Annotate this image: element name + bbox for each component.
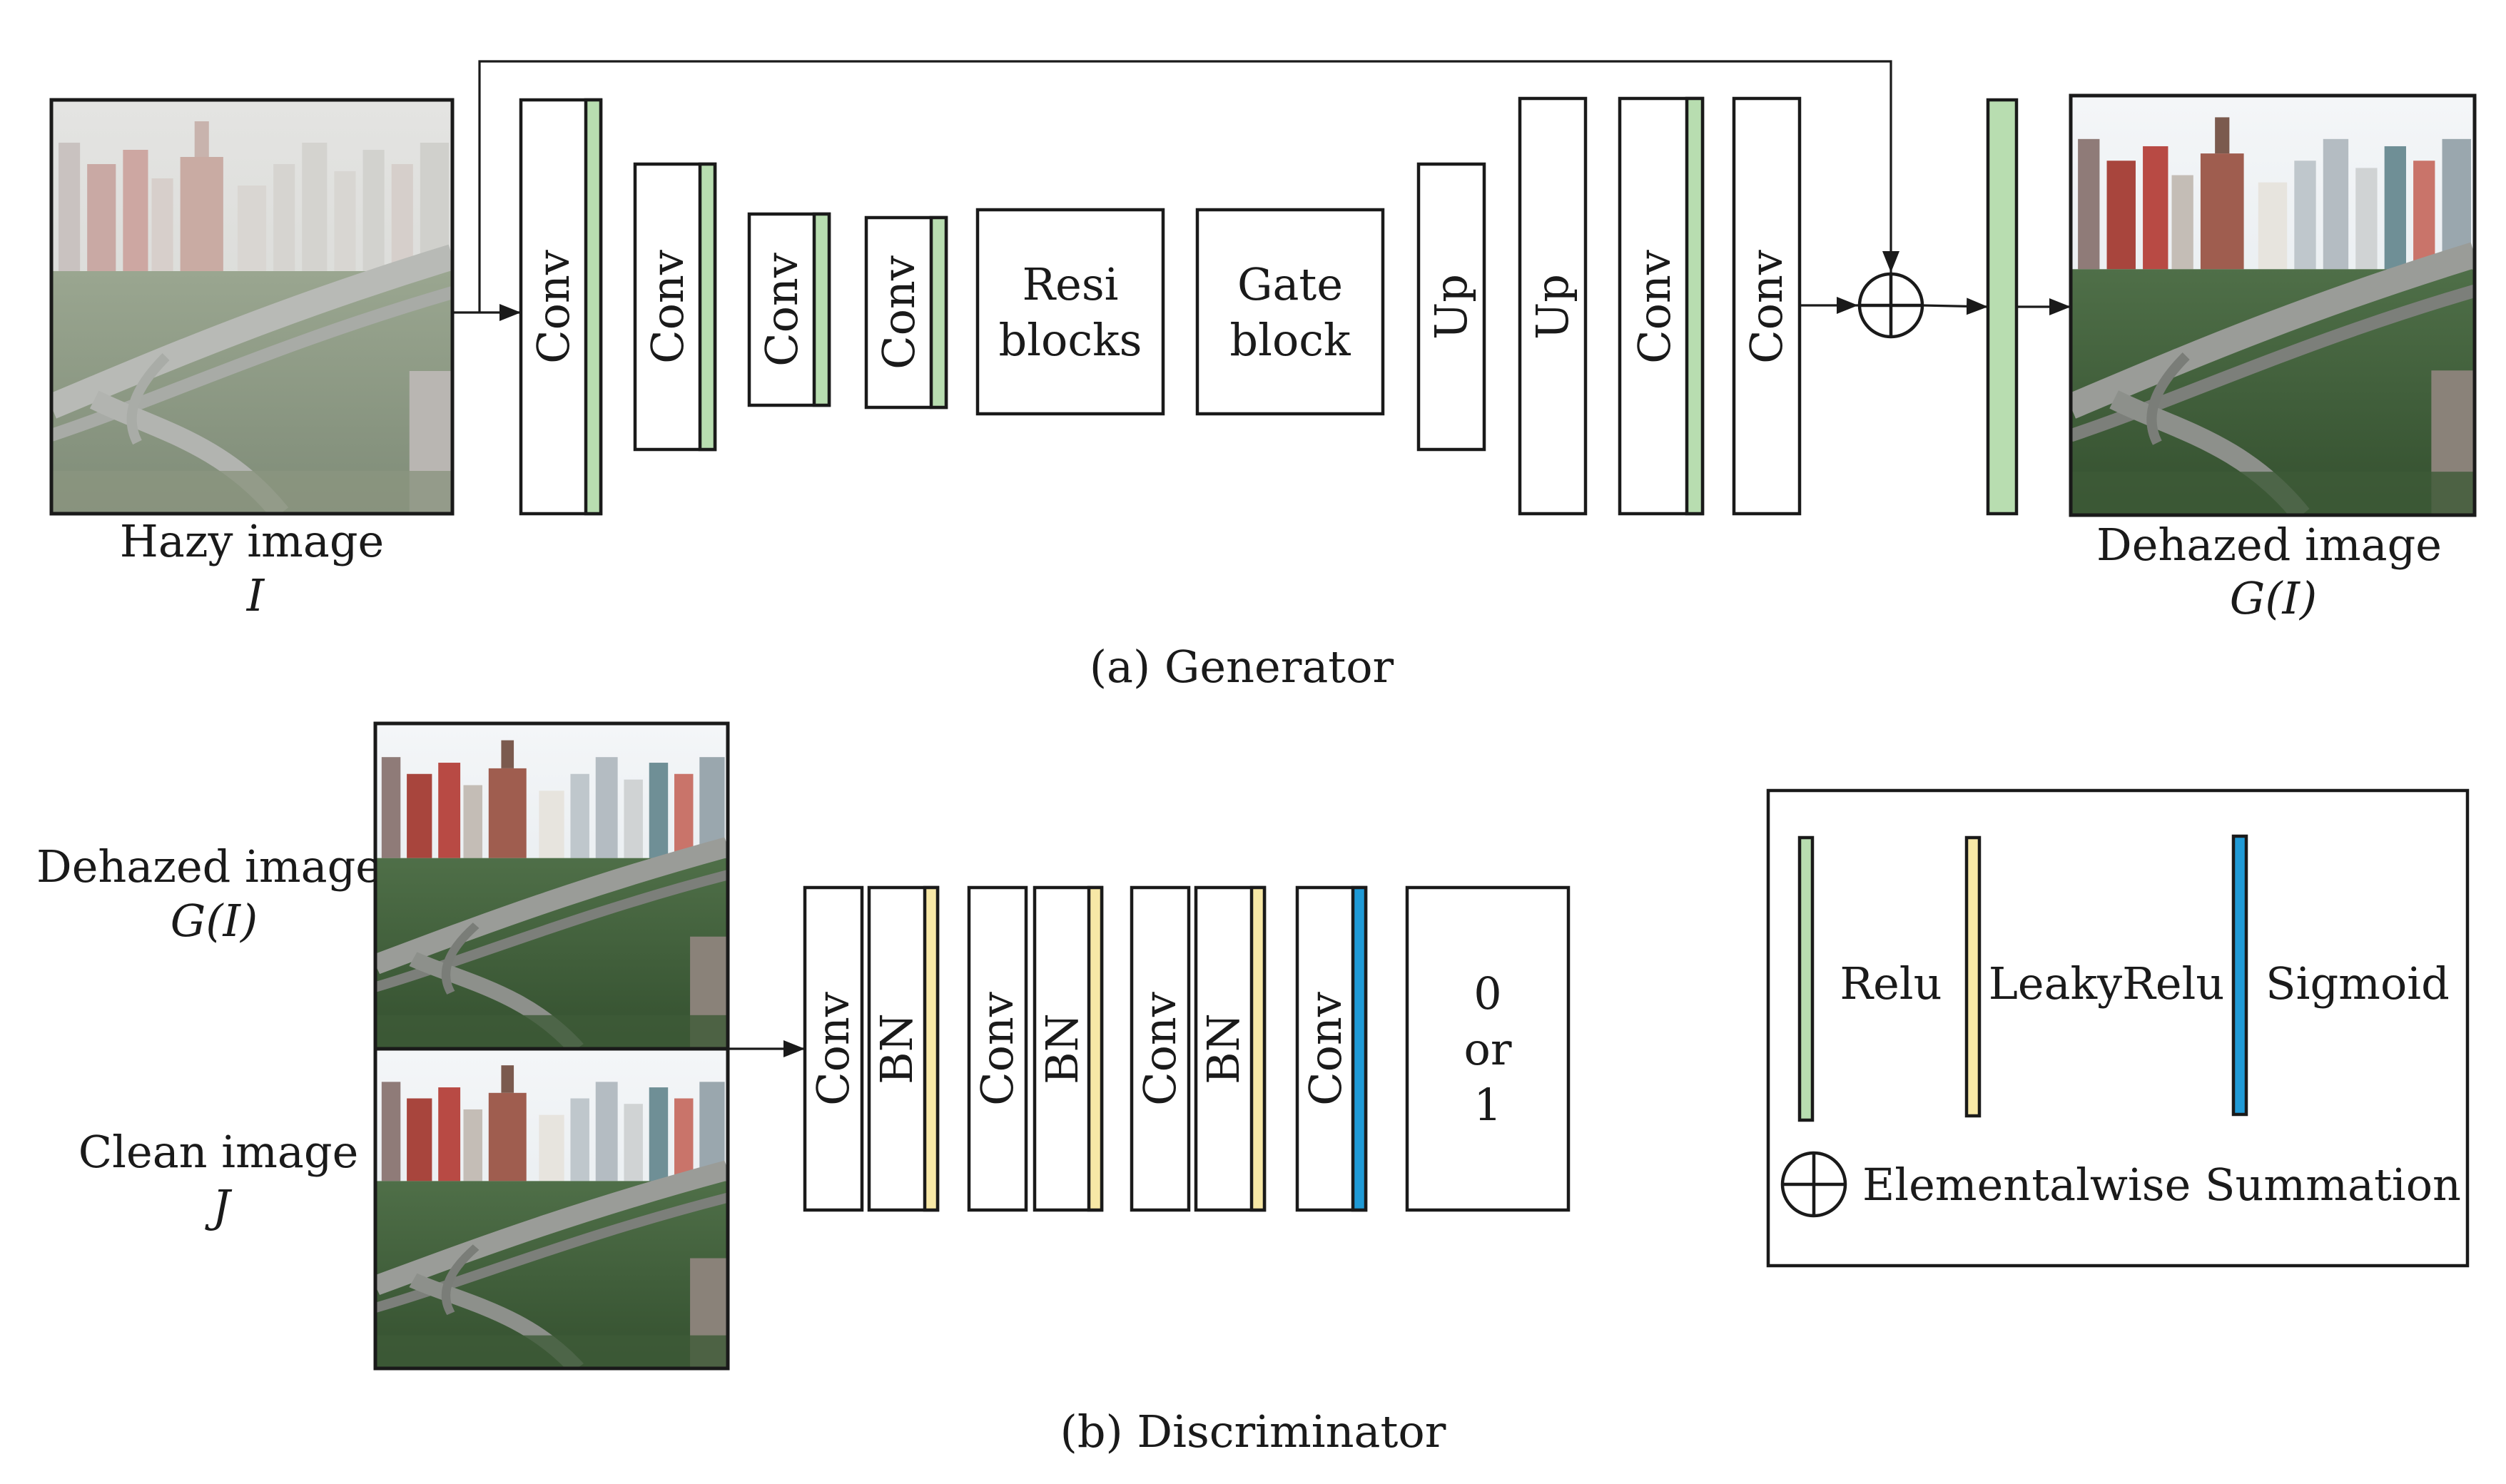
gen-conv-6-label: Conv <box>1740 250 1792 364</box>
legend-leakyrelu-swatch <box>1964 835 1982 1118</box>
disc-input1-label: Dehazed image <box>36 840 382 893</box>
disc-conv-2-label: Conv <box>971 992 1023 1106</box>
gen-conv-4: Conv <box>864 215 948 410</box>
gen-conv-5-label: Conv <box>1628 250 1680 364</box>
gen-conv-1: Conv <box>519 98 603 516</box>
disc-conv-3: Conv <box>1130 885 1191 1212</box>
hazy-image-label: Hazy image <box>120 515 384 567</box>
gen-conv-5: Conv <box>1618 96 1705 516</box>
disc-bn-1: BN <box>867 885 940 1212</box>
gen-up-2: Up <box>1518 96 1588 516</box>
discriminator-caption: (b) Discriminator <box>1060 1406 1446 1458</box>
gen-conv-1-label: Conv <box>527 250 579 364</box>
skip-connection <box>478 60 1899 312</box>
gen-conv-3: Conv <box>747 212 831 407</box>
disc-dehazed-image <box>375 723 728 1049</box>
disc-conv-4-label: Conv <box>1299 992 1351 1106</box>
disc-output: 0 or 1 <box>1405 885 1571 1212</box>
dehazed-image-label: Dehazed image <box>2096 519 2442 571</box>
dehazed-image <box>2069 93 2477 517</box>
disc-conv-2: Conv <box>967 885 1028 1212</box>
gen-up-1: Up <box>1416 162 1486 452</box>
hazy-image <box>49 98 455 516</box>
gen-conv-2: Conv <box>633 162 717 452</box>
disc-bn-3: BN <box>1194 885 1267 1212</box>
gen-up-1-label: Up <box>1425 274 1477 340</box>
elementwise-sum-node <box>1857 272 1924 339</box>
discriminator-section: Dehazed image G(I) Clean image J Conv BN… <box>36 721 1571 1458</box>
disc-input1-symbol: G(I) <box>171 895 258 947</box>
disc-image-stack-frame <box>373 721 730 1371</box>
hazy-image-symbol: I <box>246 569 265 621</box>
generator-caption: (a) Generator <box>1090 641 1394 693</box>
disc-output-line-2: or <box>1464 1023 1512 1075</box>
gate-block: Gate block <box>1195 208 1385 416</box>
gate-block-label-1: Gate <box>1237 258 1343 310</box>
disc-bn-1-label: BN <box>871 1013 923 1084</box>
legend-sigmoid-swatch <box>2231 834 2248 1117</box>
legend-relu-swatch <box>1797 835 1815 1122</box>
disc-conv-1-label: Conv <box>807 992 859 1106</box>
gen-conv-3-label: Conv <box>756 253 808 367</box>
sum-to-relu-arrow <box>1922 298 1989 315</box>
disc-conv-1: Conv <box>803 885 864 1212</box>
legend-sigmoid-label: Sigmoid <box>2266 957 2450 1010</box>
resi-blocks-label-1: Resi <box>1022 258 1118 310</box>
legend-sum-label: Elementalwise Summation <box>1862 1159 2461 1211</box>
disc-bn-2-label: BN <box>1036 1013 1088 1084</box>
disc-conv-4: Conv <box>1295 885 1368 1212</box>
gen-final-relu <box>1986 98 2019 516</box>
gate-block-label-2: block <box>1229 314 1351 366</box>
disc-bn-2: BN <box>1033 885 1104 1212</box>
disc-bn-3-label: BN <box>1197 1013 1249 1084</box>
disc-output-line-1: 0 <box>1473 967 1501 1020</box>
resi-blocks-label-2: blocks <box>999 314 1142 366</box>
disc-input2-label: Clean image <box>78 1126 359 1178</box>
disc-conv-3-label: Conv <box>1134 992 1186 1106</box>
resi-blocks: Resi blocks <box>975 208 1165 416</box>
legend-relu-label: Relu <box>1840 957 1942 1010</box>
legend-sum-icon <box>1780 1151 1847 1218</box>
generator-section: Hazy image I Conv Conv Conv Conv <box>49 60 2477 693</box>
legend: Relu LeakyRelu Sigmoid Elementalwise Sum… <box>1766 788 2470 1268</box>
gen-conv-2-label: Conv <box>641 250 694 364</box>
gen-up-2-label: Up <box>1526 274 1578 340</box>
disc-input2-symbol: J <box>205 1180 233 1232</box>
gen-conv-4-label: Conv <box>873 255 925 370</box>
legend-leakyrelu-label: LeakyRelu <box>1989 957 2225 1010</box>
dehazed-image-symbol: G(I) <box>2230 572 2317 624</box>
disc-clean-image <box>375 1049 728 1368</box>
disc-output-line-3: 1 <box>1473 1079 1501 1131</box>
gen-conv-6: Conv <box>1732 96 1802 516</box>
